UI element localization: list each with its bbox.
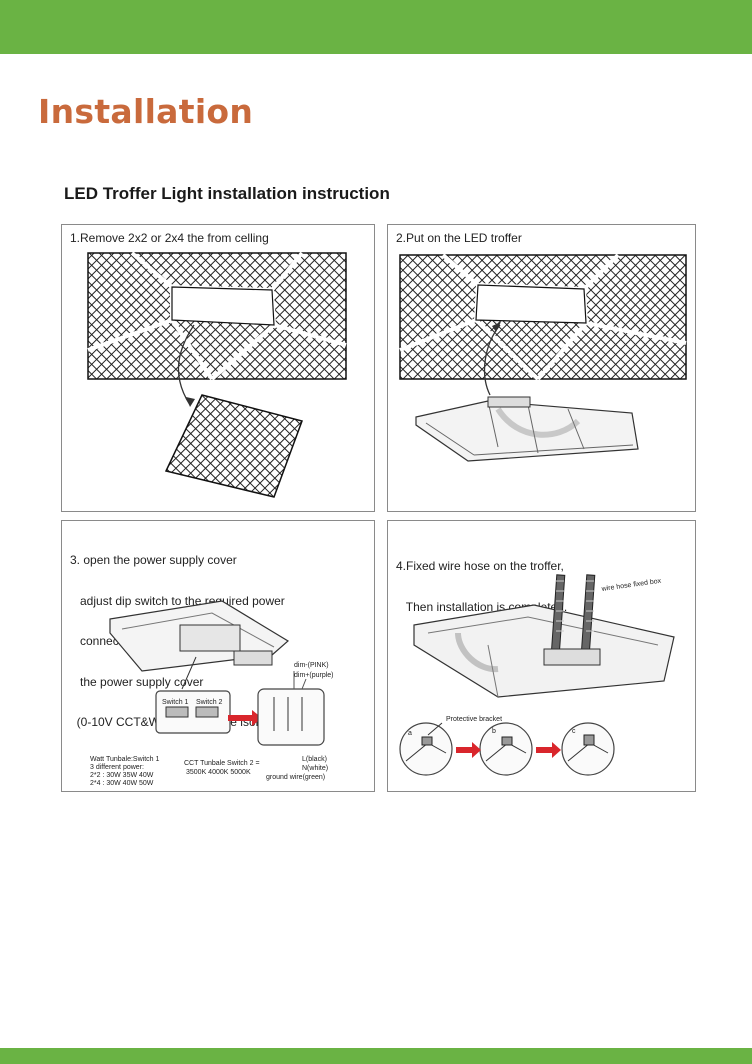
watt-2x4: 2*4 : 30W 40W 50W [90, 780, 154, 787]
step-2-panel: 2.Put on the LED troffer [387, 224, 696, 512]
step-3-line: the power supply cover [70, 674, 204, 689]
step-1-text: 1.Remove 2x2 or 2x4 the from celling [70, 231, 269, 245]
l-black-label: L(black) [302, 756, 327, 763]
cct-values: 3500K 4000K 5000K [186, 769, 251, 776]
detail-b-label: b [492, 728, 496, 735]
step-3-panel: 3. open the power supply cover adjust di… [61, 520, 375, 792]
wire-hose-box-label: wire hose fixed box [600, 578, 662, 593]
detail-a-label: a [408, 730, 412, 737]
ceiling-removal-illustration [87, 251, 347, 498]
watt-power: 3 different power: [90, 764, 144, 771]
switch-2-label: Switch 2 [196, 699, 223, 706]
switch-1-label: Switch 1 [162, 699, 189, 706]
step-2-text: 2.Put on the LED troffer [396, 231, 522, 245]
watt-2x2: 2*2 : 30W 35W 40W [90, 772, 154, 779]
detail-c-label: c [572, 728, 576, 735]
cct-title: CCT Tunbale Switch 2 = [184, 760, 260, 767]
step-3-line: 3. open the power supply cover [70, 553, 237, 567]
dim-minus-label: dim-(PINK) [294, 662, 329, 669]
dim-plus-label: dim+(purple) [294, 672, 334, 679]
arrow-icon [228, 710, 262, 726]
section-heading: LED Troffer Light installation instructi… [64, 184, 390, 203]
page-title: Installation [38, 92, 254, 131]
step-1-panel: 1.Remove 2x2 or 2x4 the from celling [61, 224, 375, 512]
arrow-icon [456, 742, 481, 758]
wire-hose-illustration: wire hose fixed box Protective bracket a… [399, 574, 675, 776]
watt-title: Watt Tunbale:Switch 1 [90, 756, 159, 763]
n-white-label: N(white) [302, 765, 328, 772]
ground-wire-label: ground wire(green) [266, 774, 325, 781]
driver-wiring-illustration: Switch 1 Switch 2 dim-(PINK) dim+(purple… [90, 600, 334, 787]
protective-bracket-label: Protective bracket [446, 716, 502, 723]
troffer-install-illustration [399, 253, 687, 462]
arrow-icon [536, 742, 561, 758]
step-4-panel: 4.Fixed wire hose on the troffer, Then i… [387, 520, 696, 792]
bottom-banner [0, 1048, 752, 1064]
top-banner [0, 0, 752, 54]
step-4-line: 4.Fixed wire hose on the troffer, [396, 559, 564, 573]
